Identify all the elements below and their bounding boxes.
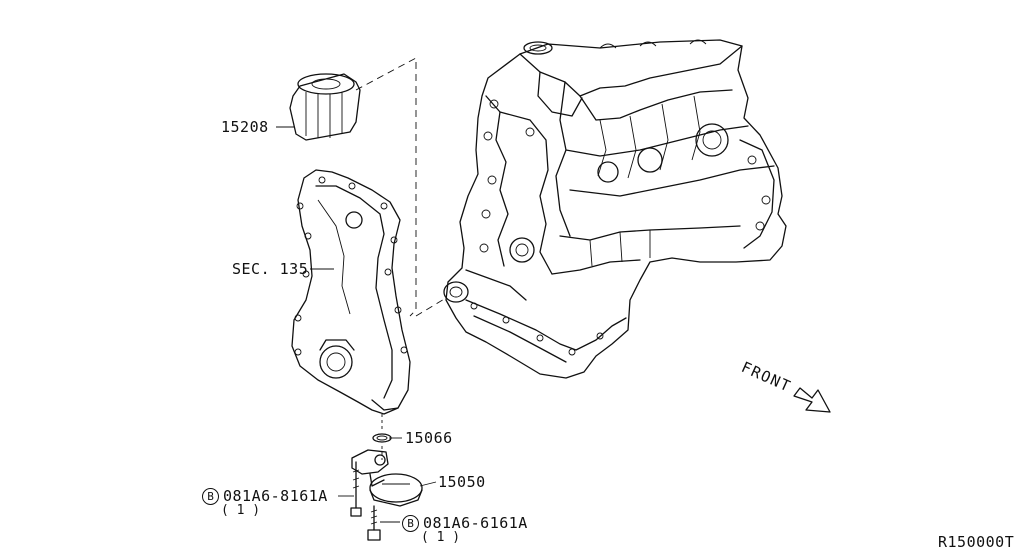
oil-strainer-part-number: 15050	[438, 473, 486, 491]
bolt-upper-quantity: ( 1 )	[221, 503, 261, 518]
oil-strainer-illustration	[351, 449, 423, 507]
bolt-lower-quantity: ( 1 )	[421, 530, 461, 545]
figure-id: R150000T	[938, 533, 1015, 551]
bolt-lower-part-code: 081A6-6161A	[423, 514, 528, 532]
bolt-upper-part-code: 081A6-8161A	[223, 487, 328, 505]
oil-filter-part-number: 15208	[221, 118, 269, 136]
front-direction-arrow-icon	[793, 387, 831, 413]
leader-lines	[276, 126, 437, 523]
o-ring-part-number: 15066	[405, 429, 453, 447]
bolt-upper-illustration	[350, 461, 362, 517]
front-cover-illustration	[291, 169, 411, 415]
oil-filter-illustration	[289, 73, 361, 141]
bolt-lower-illustration	[367, 505, 381, 541]
dashed-reference-lines	[355, 57, 447, 317]
front-cover-section-ref: SEC. 135	[232, 260, 309, 278]
bolt-upper-b-marker: B	[202, 488, 219, 505]
o-ring-illustration	[372, 414, 392, 460]
engine-block-illustration	[443, 39, 787, 379]
bolt-lower-b-marker: B	[402, 515, 419, 532]
